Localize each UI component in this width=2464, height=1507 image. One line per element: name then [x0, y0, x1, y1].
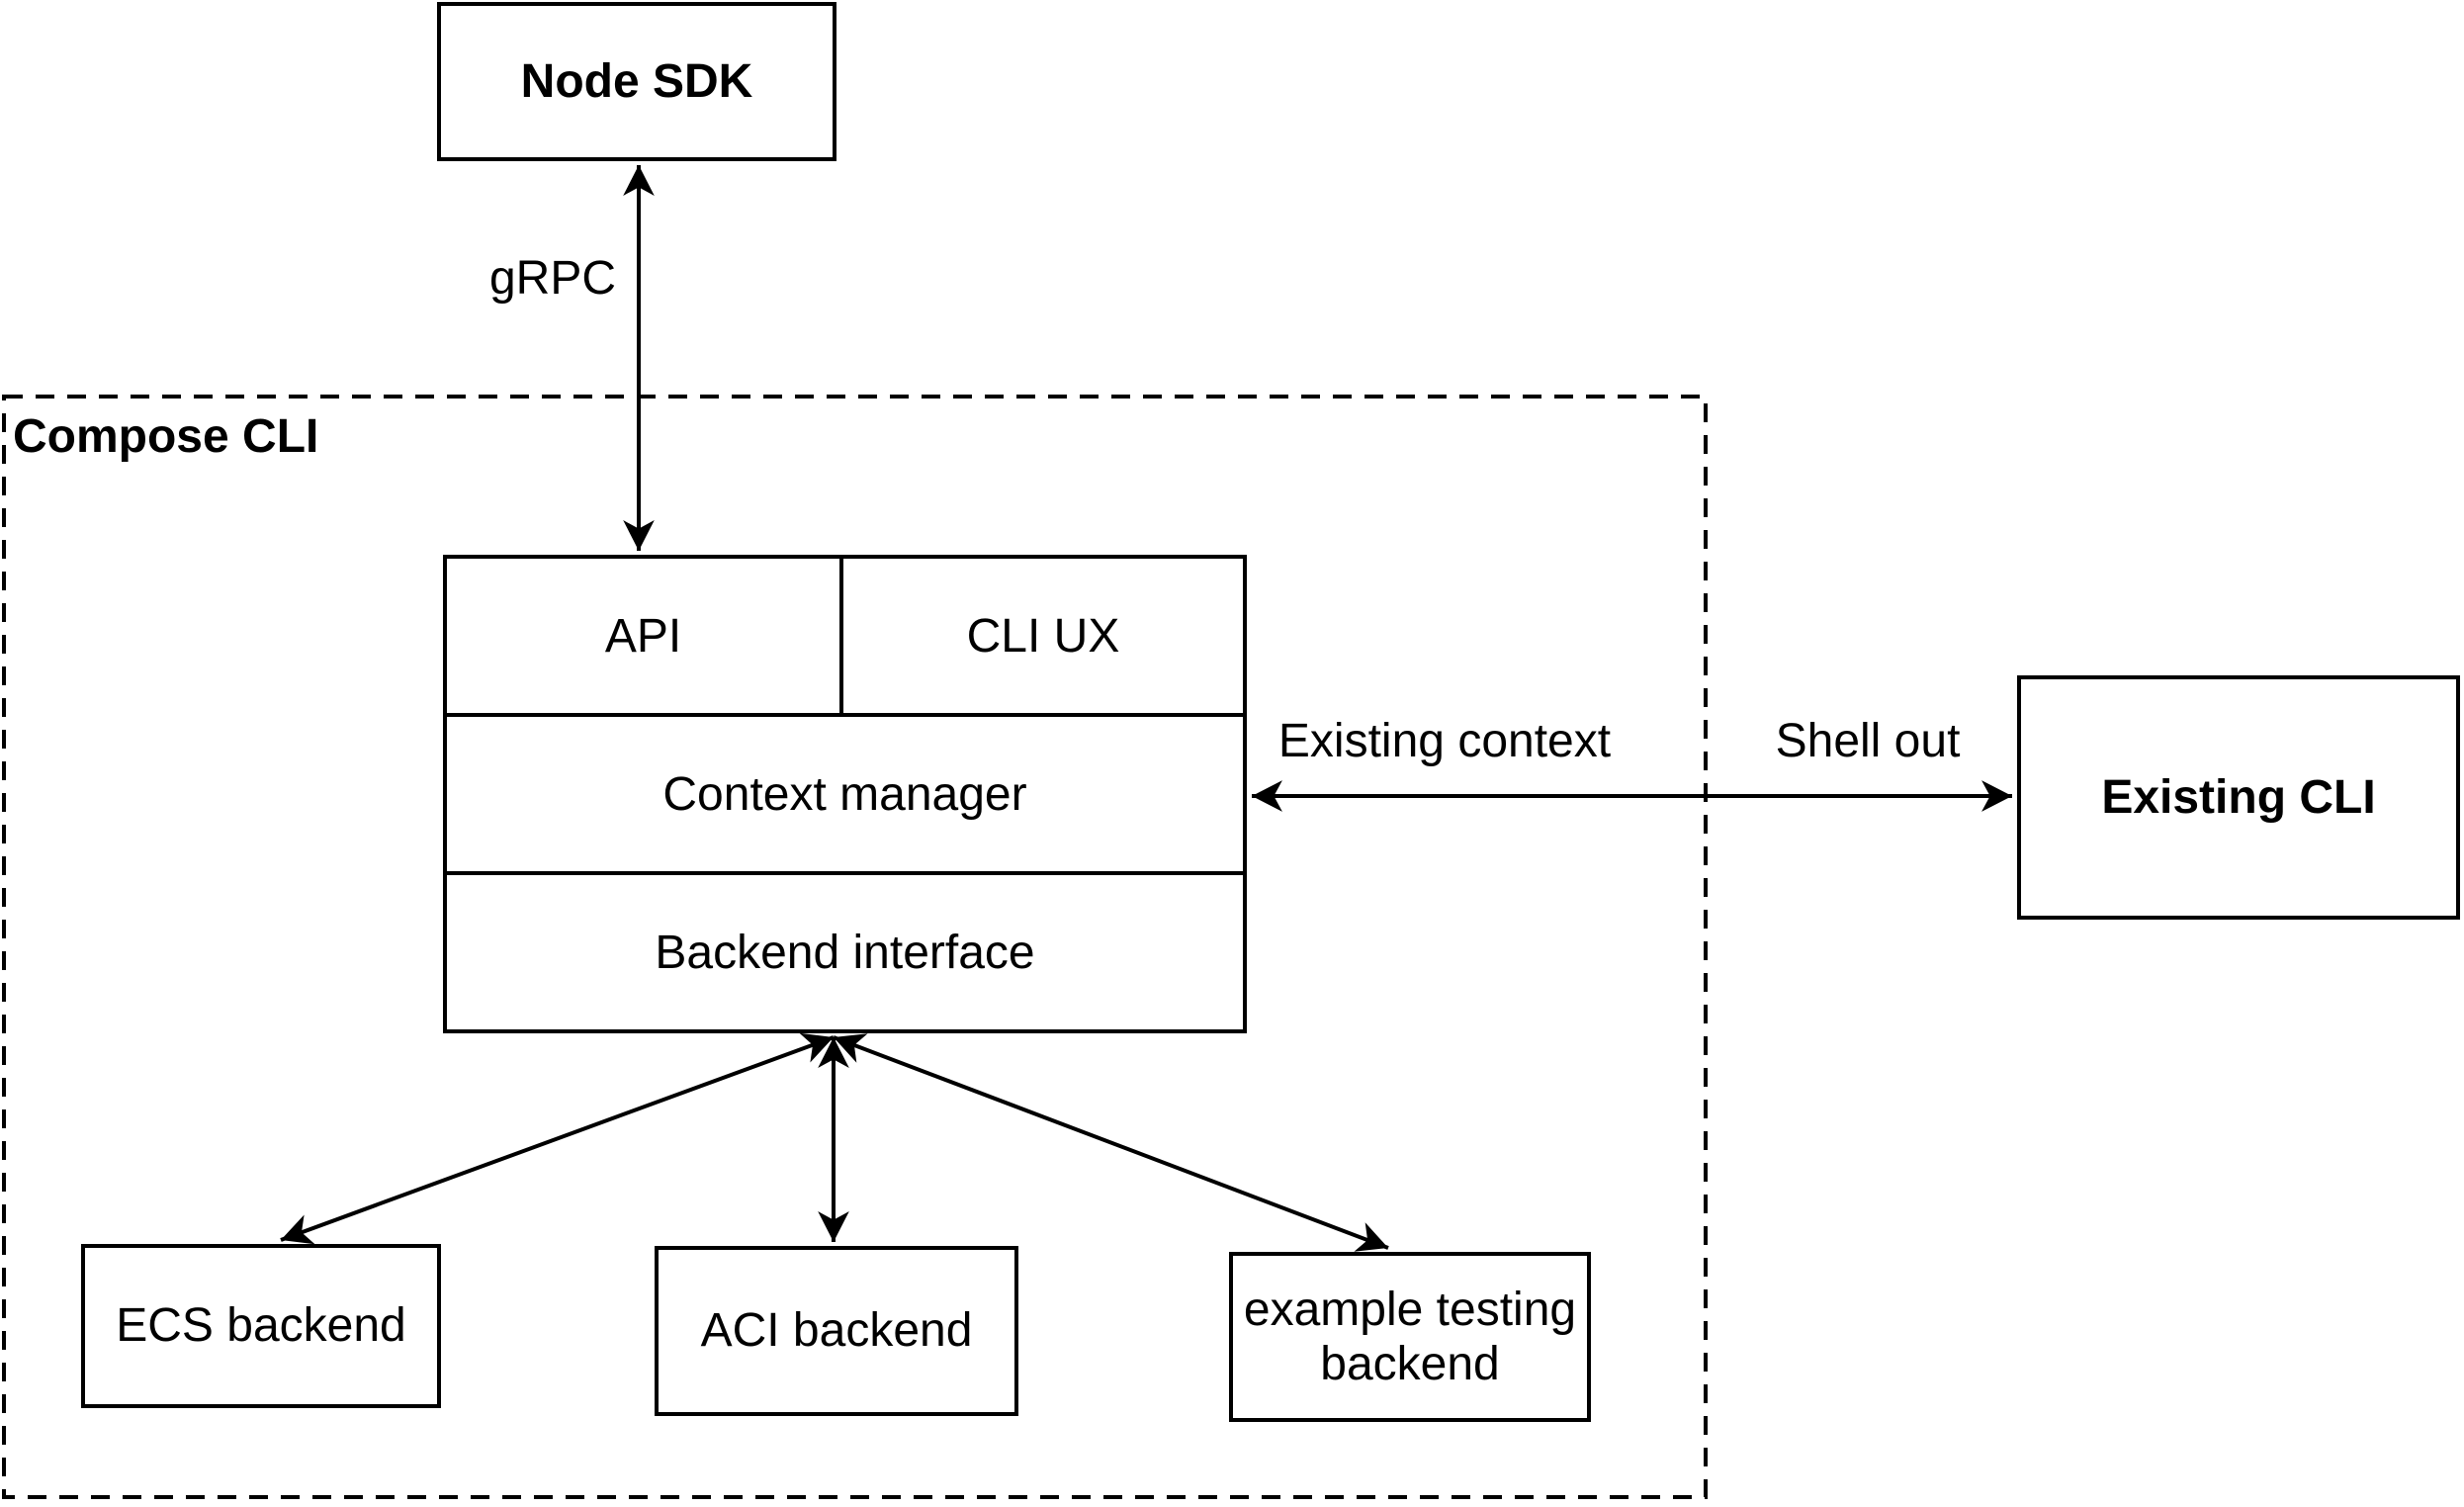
compose-cli-group-border [2, 395, 1708, 1499]
compose-cli-group-label: Compose CLI [13, 410, 319, 463]
existing-cli-box: Existing CLI [2017, 675, 2460, 920]
api-cell: API [447, 559, 843, 713]
context-manager-label: Context manager [662, 767, 1027, 821]
node-sdk-label: Node SDK [520, 54, 753, 108]
backend-interface-cell: Backend interface [447, 875, 1243, 1029]
example-testing-backend-box: example testing backend [1229, 1252, 1591, 1422]
ecs-backend-box: ECS backend [81, 1244, 441, 1408]
existing-cli-label: Existing CLI [2101, 770, 2376, 824]
backend-interface-label: Backend interface [655, 926, 1035, 979]
ecs-backend-arrow [280, 1032, 835, 1245]
shell-out-edge-label: Shell out [1775, 715, 1961, 767]
example-backend-arrow [833, 1033, 1389, 1252]
grpc-edge-label: gRPC [488, 252, 617, 305]
stack-row-top: API CLI UX [447, 559, 1243, 717]
aci-backend-label: ACI backend [700, 1304, 973, 1358]
aci-backend-box: ACI backend [655, 1246, 1018, 1416]
node-sdk-box: Node SDK [437, 2, 836, 161]
api-label: API [604, 609, 682, 663]
compose-cli-stack: API CLI UX Context manager Backend inter… [443, 555, 1247, 1033]
context-manager-cell: Context manager [447, 717, 1243, 875]
existing-context-edge-label: Existing context [1277, 715, 1612, 767]
cli-ux-label: CLI UX [966, 609, 1120, 663]
cli-ux-cell: CLI UX [843, 559, 1243, 713]
example-testing-backend-label: example testing backend [1243, 1283, 1577, 1390]
ecs-backend-label: ECS backend [116, 1299, 406, 1353]
